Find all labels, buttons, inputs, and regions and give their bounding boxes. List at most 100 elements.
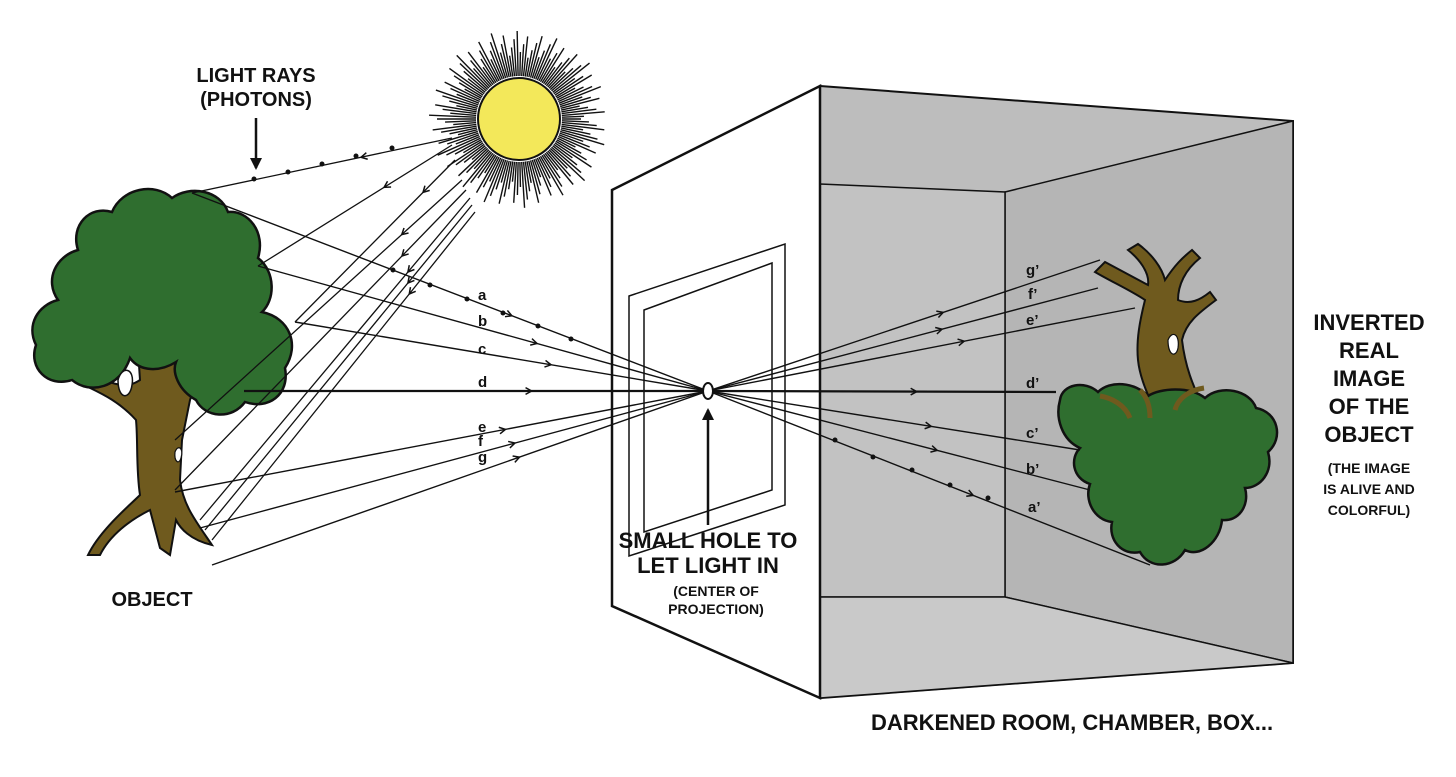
object-tree-hole xyxy=(117,369,134,397)
hole-label-1: SMALL HOLE TO xyxy=(619,528,798,553)
photon-dot xyxy=(251,176,257,182)
photon-dot xyxy=(427,282,433,288)
sun-spike xyxy=(513,161,517,203)
sun-spike xyxy=(539,52,558,83)
sunlight-arrow xyxy=(406,265,415,274)
sun-spike xyxy=(535,158,552,196)
room-label: DARKENED ROOM, CHAMBER, BOX... xyxy=(871,710,1273,735)
incoming-ray xyxy=(257,265,709,392)
sun-spike xyxy=(524,57,529,77)
sun-spike xyxy=(455,143,485,166)
sun-spike xyxy=(464,88,482,99)
projected-ray-label: a’ xyxy=(1028,499,1041,516)
photon-dot xyxy=(389,145,395,151)
sunlight-line xyxy=(257,144,453,267)
center-label-1: (CENTER OF xyxy=(673,583,759,599)
sun-spike xyxy=(503,161,512,197)
sun-spike xyxy=(535,44,552,80)
incoming-ray-label: a xyxy=(478,287,487,304)
incoming-ray xyxy=(199,390,709,529)
inverted-tree-foliage xyxy=(1057,383,1279,566)
projected-ray-label: e’ xyxy=(1026,312,1039,329)
sun-spike xyxy=(482,66,496,85)
sun-spike xyxy=(490,58,502,81)
pinhole xyxy=(702,382,714,400)
sun-spike xyxy=(521,161,526,208)
sun-spike xyxy=(533,159,542,178)
sun-spike xyxy=(554,75,584,96)
sun-spike xyxy=(456,105,478,111)
alive-label-3: COLORFUL) xyxy=(1328,502,1410,518)
incoming-ray xyxy=(294,321,709,392)
photon-dot xyxy=(985,495,991,501)
sun-spike xyxy=(551,64,582,92)
projected-ray xyxy=(707,389,1057,394)
sunlight-arrow xyxy=(408,286,416,296)
sun-spike xyxy=(513,39,517,77)
projected-ray-arrow xyxy=(966,489,975,498)
sun-spike xyxy=(459,63,489,91)
sun-spike xyxy=(453,75,484,96)
incoming-ray-arrow xyxy=(512,455,521,463)
sun-spike xyxy=(549,147,586,182)
sunlight-arrow xyxy=(421,185,430,194)
sun-spike xyxy=(467,78,486,93)
sunlight-line xyxy=(199,197,471,521)
center-label-2: PROJECTION) xyxy=(668,601,764,617)
sun-spike xyxy=(529,160,541,195)
sun-spike xyxy=(483,158,503,203)
sun-spike xyxy=(458,82,483,98)
incoming-ray-label: g xyxy=(478,449,487,466)
sun-spike xyxy=(542,66,556,85)
sun-spike xyxy=(478,41,500,82)
sun-spike xyxy=(561,125,584,131)
incoming-ray-label: d xyxy=(478,374,487,391)
sun-spike xyxy=(488,157,502,182)
sun-spike xyxy=(542,153,561,179)
sun-spike xyxy=(553,77,576,95)
photon-dot xyxy=(353,153,359,159)
sun-spike xyxy=(507,161,514,190)
object-label: OBJECT xyxy=(111,589,192,611)
object-tree-foliage xyxy=(31,187,294,416)
photon-dot xyxy=(909,467,915,473)
sun-spike xyxy=(458,147,489,177)
sun-spike xyxy=(446,132,479,145)
projected-ray-label: c’ xyxy=(1026,425,1039,442)
sun-spike xyxy=(449,127,478,135)
sun-spike xyxy=(544,152,559,171)
sun-spike xyxy=(560,105,580,111)
projected-ray xyxy=(707,390,1081,451)
sunlight-line xyxy=(174,179,463,441)
sun-spike xyxy=(432,123,477,131)
sun-spike xyxy=(538,156,551,179)
sun-spike xyxy=(545,57,570,87)
sun-spike xyxy=(557,135,597,154)
sun-spike xyxy=(561,123,605,131)
projected-ray xyxy=(707,307,1136,392)
sun-spike xyxy=(489,50,503,80)
sun-spike xyxy=(560,129,598,140)
sun-spike xyxy=(559,96,592,108)
sun-spike xyxy=(473,150,491,170)
sun-spike xyxy=(463,70,487,92)
hole-label-2: LET LIGHT IN xyxy=(637,553,779,578)
sun-spike xyxy=(454,139,482,155)
sun-spike xyxy=(489,41,505,79)
inverted-tree-roots xyxy=(1099,385,1205,420)
sun-spike xyxy=(449,67,485,95)
projected-ray-label: d’ xyxy=(1026,375,1039,392)
sun-spike xyxy=(500,160,509,183)
sun-spike xyxy=(466,149,490,174)
sunlight-arrow xyxy=(406,275,415,285)
photon-arrow xyxy=(359,152,368,160)
incoming-ray-label: f xyxy=(478,433,484,450)
inverted-tree-hole xyxy=(1167,333,1179,355)
sunlight-line xyxy=(174,189,467,491)
projected-ray-arrow xyxy=(935,326,944,335)
sun-spike xyxy=(471,146,487,161)
sun-spike xyxy=(559,96,583,106)
sun-spike xyxy=(545,151,574,185)
sun-spike xyxy=(561,111,605,117)
sun-spike xyxy=(500,43,510,78)
